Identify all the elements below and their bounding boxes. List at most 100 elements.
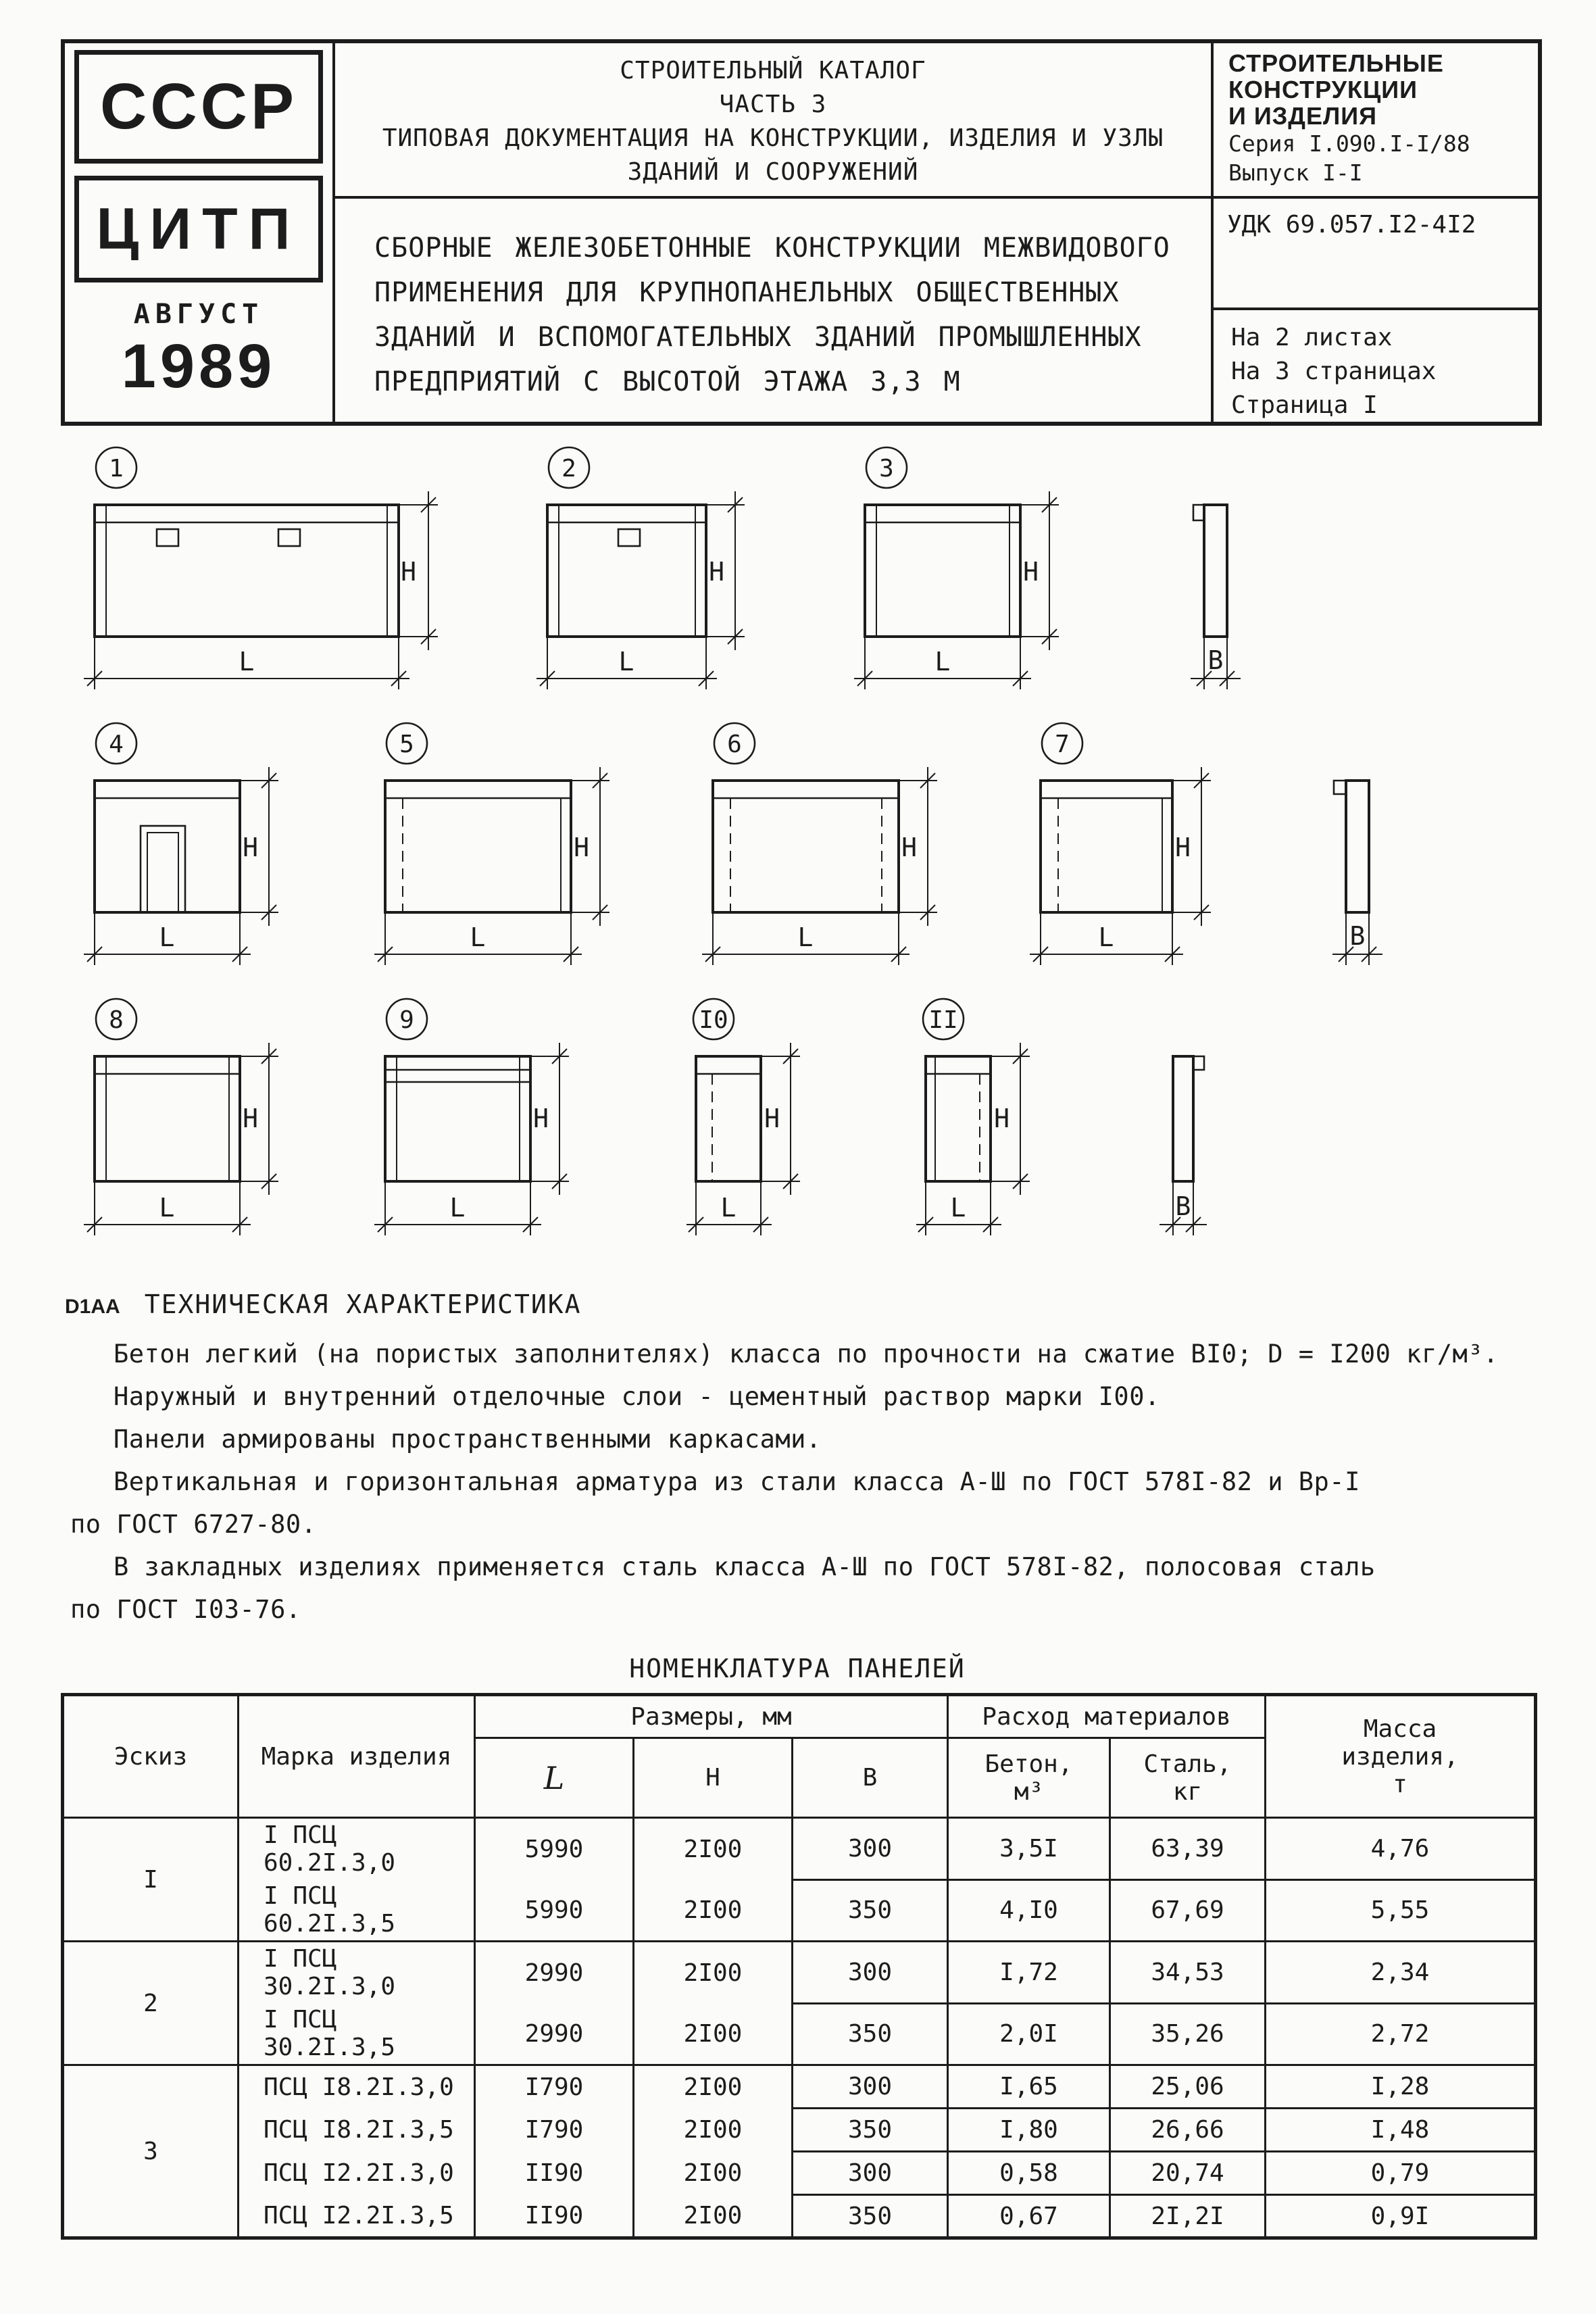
figure-number: 8	[109, 1006, 124, 1034]
cell-h: 2I00	[632, 2151, 793, 2195]
section-profile-b: B	[1304, 716, 1422, 987]
dim-label-b: B	[1350, 921, 1366, 951]
panel-sketch-11: II H L	[916, 998, 1030, 1235]
cell-concrete: I,80	[947, 2107, 1112, 2152]
panel-sketches: 1 H	[61, 441, 1534, 1262]
figure-5: 5 H L	[372, 716, 662, 987]
tech-heading-row: D1AA ТЕХНИЧЕСКАЯ ХАРАКТЕРИСТИКА	[61, 1289, 1534, 1319]
tech-heading: ТЕХНИЧЕСКАЯ ХАРАКТЕРИСТИКА	[144, 1289, 582, 1319]
table-row: I ПСЦ 60.2I.3,5 5990 2I00 350 4,I0 67,69…	[63, 1878, 1537, 1942]
section-sketch-b: B	[1332, 779, 1382, 965]
col-header-mark: Марка изделия	[237, 1694, 476, 1818]
table-row: ПСЦ I2.2I.3,0 II90 2I00 300 0,58 20,74 0…	[63, 2150, 1537, 2195]
nomenclature-title: НОМЕНКЛАТУРА ПАНЕЛЕЙ	[629, 1654, 966, 1683]
cell-steel: 35,26	[1109, 2002, 1267, 2065]
panel-sketch-7: 7 H L	[1030, 722, 1211, 965]
cell-steel: 2I,2I	[1109, 2194, 1267, 2238]
tech-line: Вертикальная и горизонтальная арматура и…	[114, 1467, 1360, 1496]
dim-label-h: H	[1023, 557, 1039, 587]
cell-concrete: 0,67	[947, 2194, 1112, 2238]
cell-steel: 34,53	[1109, 1940, 1267, 2003]
dim-label-h: H	[709, 557, 724, 587]
cell-h: 2I00	[632, 2064, 793, 2109]
cell-sketch: 2	[61, 1940, 239, 2065]
table-row: I ПСЦ 30.2I.3,5 2990 2I00 350 2,0I 35,26…	[63, 2002, 1537, 2065]
col-header-concrete: Бетон, м³	[947, 1737, 1112, 1818]
figure-number: 2	[562, 455, 576, 483]
cell-l: I790	[474, 2108, 634, 2152]
panel-sketch-6: 6 H L	[702, 722, 937, 965]
dim-label-h: H	[574, 833, 589, 862]
cell-b: 300	[791, 1940, 949, 2003]
cell-mass: 0,9I	[1264, 2194, 1537, 2238]
cell-steel: 26,66	[1109, 2107, 1267, 2152]
udk-number: УДК 69.057.I2-4I2	[1227, 211, 1476, 239]
figure-6: 6 H L	[699, 716, 990, 987]
cell-l: 2990	[474, 2003, 634, 2065]
panel-sketch-8: 8 H L	[84, 998, 278, 1235]
col-header-steel: Сталь, кг	[1109, 1737, 1267, 1818]
col-header-mass: Масса изделия, т	[1264, 1694, 1537, 1818]
nomenclature-table: Эскиз Марка изделия Размеры, мм Расход м…	[61, 1693, 1538, 2240]
figure-11: II H L	[912, 992, 1115, 1262]
cell-b: 350	[791, 2194, 949, 2238]
catalog-title: СТРОИТЕЛЬНЫЙ КАТАЛОГ ЧАСТЬ 3 ТИПОВАЯ ДОК…	[335, 43, 1211, 199]
ussr-box: СССР	[74, 50, 323, 164]
section-sketch-c: B	[1159, 1055, 1207, 1235]
issue-number: Выпуск I-I	[1228, 159, 1363, 186]
section-profile-a: B	[1162, 441, 1280, 711]
dim-label-h: H	[994, 1104, 1009, 1133]
dim-label-l: L	[159, 922, 175, 952]
cell-steel: 25,06	[1109, 2064, 1267, 2109]
dim-label-h: H	[764, 1104, 780, 1133]
section-sketch-a: B	[1191, 503, 1241, 689]
tech-line: В закладных изделиях применяется сталь к…	[114, 1552, 1376, 1581]
figure-2: 2 H L	[534, 441, 797, 711]
title-line: ПРЕДПРИЯТИЙ С ВЫСОТОЙ ЭТАЖА 3,3 М	[374, 366, 961, 397]
cell-concrete: 2,0I	[947, 2002, 1112, 2065]
cell-h: 2I00	[632, 1879, 793, 1942]
cell-mark: ПСЦ I8.2I.3,5	[237, 2108, 476, 2152]
header-middle-column: СТРОИТЕЛЬНЫЙ КАТАЛОГ ЧАСТЬ 3 ТИПОВАЯ ДОК…	[335, 43, 1214, 422]
tech-line: по ГОСТ I03-76.	[70, 1595, 301, 1624]
cell-b: 350	[791, 2107, 949, 2152]
cell-concrete: 0,58	[947, 2150, 1112, 2195]
dim-label-l: L	[239, 647, 255, 676]
cell-steel: 63,39	[1109, 1817, 1267, 1879]
col-header-dimensions: Размеры, мм	[473, 1694, 949, 1738]
dim-label-h: H	[901, 833, 917, 862]
cell-h: 2I00	[632, 1940, 793, 2003]
cell-b: 300	[791, 2150, 949, 2195]
figure-number-circle	[865, 446, 908, 489]
panel-sketch-9: 9 H L	[374, 998, 569, 1235]
page-number: Страница I	[1231, 391, 1378, 419]
dim-label-l: L	[619, 647, 634, 676]
cell-h: 2I00	[632, 2003, 793, 2065]
col-header-sketch: Эскиз	[61, 1694, 239, 1818]
col-header-consumption: Расход материалов	[947, 1694, 1267, 1738]
document-title: СБОРНЫЕ ЖЕЛЕЗОБЕТОННЫЕ КОНСТРУКЦИИ МЕЖВИ…	[335, 199, 1211, 422]
dim-label-b: B	[1208, 645, 1224, 675]
date-block: АВГУСТ 1989	[65, 299, 332, 402]
cell-mark: ПСЦ I2.2I.3,0	[237, 2151, 476, 2195]
cell-concrete: 3,5I	[947, 1817, 1112, 1879]
dim-label-l: L	[798, 922, 814, 952]
cell-mass: 5,55	[1264, 1878, 1537, 1942]
cell-sketch: 3	[61, 2064, 239, 2238]
sketch-row-2: 4 H L	[61, 716, 1534, 987]
cell-mark: ПСЦ I8.2I.3,0	[237, 2064, 476, 2109]
cell-l: 2990	[474, 1940, 634, 2003]
cell-l: II90	[474, 2151, 634, 2195]
tech-line: по ГОСТ 6727-80.	[70, 1510, 317, 1539]
panel-sketch-10: I0 H L	[687, 998, 800, 1235]
figure-3: 3 H L	[851, 441, 1115, 711]
tech-paragraphs: Бетон легкий (на пористых заполнителях) …	[61, 1333, 1534, 1631]
series-block: СТРОИТЕЛЬНЫЕ КОНСТРУКЦИИ И ИЗДЕЛИЯ Серия…	[1214, 43, 1538, 199]
cell-b: 300	[791, 1817, 949, 1879]
issue-year: 1989	[121, 332, 276, 401]
panel-sketch-1: 1 H	[84, 446, 438, 689]
col-header-h: Н	[632, 1737, 793, 1818]
figure-number-circle	[922, 998, 965, 1041]
cell-h: 2I00	[632, 2194, 793, 2238]
